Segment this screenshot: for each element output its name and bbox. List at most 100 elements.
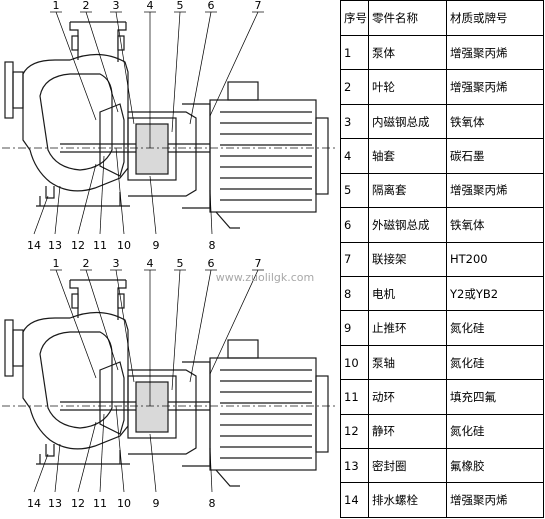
header-material: 材质或牌号 <box>446 0 544 36</box>
leader-line <box>33 453 49 493</box>
leader-line <box>209 447 213 493</box>
drain-bolt <box>45 444 55 457</box>
cell-material: 氟橡胶 <box>446 448 544 484</box>
cell-part-name: 联接架 <box>368 241 447 277</box>
terminal-box <box>227 81 259 101</box>
table-header-row: 序号 零件名称 材质或牌号 <box>340 0 544 36</box>
cell-material: 铁氧体 <box>446 207 544 243</box>
terminal-box <box>227 339 259 359</box>
watermark: www.zuolilgk.com <box>216 271 314 284</box>
part-number-label: 2 <box>83 257 90 270</box>
leader-line <box>115 147 125 235</box>
leader-line <box>189 269 212 383</box>
inner-magnet <box>135 381 169 433</box>
cell-part-name: 排水螺栓 <box>368 482 447 518</box>
part-number-label: 1 <box>53 257 60 270</box>
upper-pump-view <box>2 21 336 229</box>
leader-line <box>115 405 125 493</box>
leader-line <box>99 155 105 235</box>
cell-no: 7 <box>340 241 369 277</box>
cell-no: 12 <box>340 413 369 450</box>
impeller <box>99 103 125 177</box>
cell-no: 14 <box>340 482 369 518</box>
outer-magnet <box>128 111 197 197</box>
leader-line <box>189 11 212 125</box>
part-number-label: 9 <box>153 239 160 252</box>
cell-material: 氮化硅 <box>446 413 544 450</box>
leader-line <box>54 185 61 235</box>
volute <box>39 73 113 171</box>
cell-part-name: 隔离套 <box>368 172 447 209</box>
leader-line <box>55 269 97 379</box>
lower-pump-view <box>2 279 336 487</box>
cell-material: 氮化硅 <box>446 344 544 381</box>
leader-line <box>171 11 181 133</box>
inlet-neck <box>12 329 24 367</box>
cell-material: 增强聚丙烯 <box>446 172 544 209</box>
part-number-label: 5 <box>177 0 184 12</box>
leader-line <box>209 189 213 235</box>
part-number-label: 11 <box>93 239 107 252</box>
inlet-flange <box>4 319 14 377</box>
inner-magnet <box>135 123 169 175</box>
leader-line <box>77 421 97 493</box>
part-number-label: 13 <box>48 239 62 252</box>
motor-end-cap <box>315 117 329 195</box>
isolation-sleeve <box>127 117 177 181</box>
pump-feet <box>36 450 130 465</box>
leader-line <box>99 413 105 493</box>
part-number-label: 1 <box>53 0 60 12</box>
part-number-label: 11 <box>93 497 107 510</box>
part-number-label: 12 <box>71 497 85 510</box>
drain-bolt <box>45 186 55 199</box>
cell-no: 6 <box>340 207 369 243</box>
part-number-label: 4 <box>147 257 154 270</box>
cell-no: 5 <box>340 172 369 209</box>
cell-no: 9 <box>340 310 369 346</box>
leader-line <box>54 443 61 493</box>
cell-part-name: 动环 <box>368 379 447 415</box>
cell-part-name: 内磁钢总成 <box>368 103 447 140</box>
pump-casing <box>22 311 129 450</box>
part-number-label: 4 <box>147 0 154 12</box>
leader-line <box>77 163 97 235</box>
cell-material: 碳石墨 <box>446 138 544 174</box>
motor-foot <box>215 469 240 487</box>
part-number-label: 6 <box>208 0 215 12</box>
cell-material: 填充四氟 <box>446 379 544 415</box>
part-number-label: 5 <box>177 257 184 270</box>
cell-no: 8 <box>340 275 369 312</box>
cell-no: 2 <box>340 69 369 105</box>
cell-part-name: 外磁钢总成 <box>368 207 447 243</box>
leader-line <box>209 269 259 375</box>
part-number-label: 7 <box>255 257 262 270</box>
part-number-label: 14 <box>27 497 41 510</box>
isolation-sleeve <box>127 375 177 439</box>
cell-material: 氮化硅 <box>446 310 544 346</box>
part-number-label: 12 <box>71 239 85 252</box>
pump-feet <box>36 192 130 207</box>
part-number-label: 3 <box>113 257 120 270</box>
part-number-label: 14 <box>27 239 41 252</box>
part-number-label: 13 <box>48 497 62 510</box>
cell-material: HT200 <box>446 241 544 277</box>
cell-no: 4 <box>340 138 369 174</box>
leader-line <box>115 269 135 383</box>
discharge-flange-left <box>71 35 79 51</box>
part-number-label: 9 <box>153 497 160 510</box>
pump-casing <box>22 53 129 192</box>
part-number-label: 8 <box>209 497 216 510</box>
outer-magnet <box>128 369 197 455</box>
